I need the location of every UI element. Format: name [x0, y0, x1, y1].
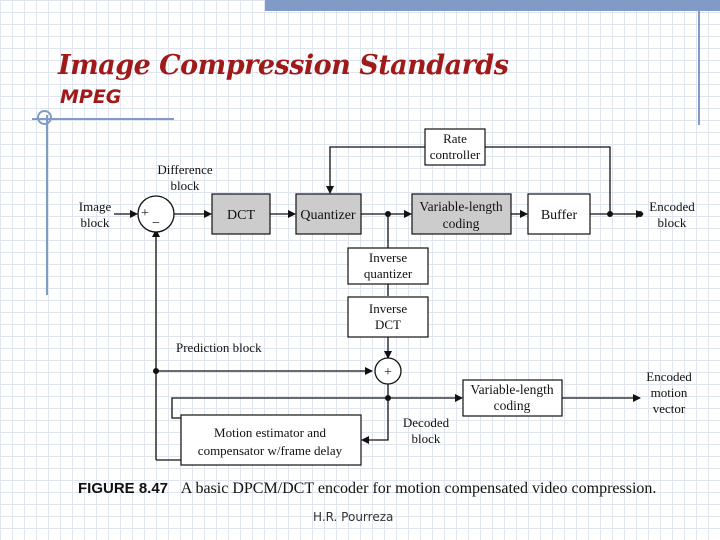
encoded-block-label-2: block: [658, 215, 687, 230]
motion-estimator-label-1: Motion estimator and: [214, 425, 326, 440]
summing-plus-sign: +: [384, 365, 392, 380]
prediction-block-label: Prediction block: [176, 340, 262, 355]
junction-dot: [153, 368, 159, 374]
encoded-motion-label-3: vector: [653, 401, 686, 416]
vlc-bottom-block: [462, 379, 563, 417]
decoded-block-label-2: block: [412, 431, 441, 446]
vlc-top-label-2: coding: [443, 216, 480, 231]
difference-minus-sign: −: [152, 216, 160, 231]
deco-circle: [37, 110, 52, 125]
difference-block-label-2: block: [171, 178, 200, 193]
vlc-top-block: [411, 193, 512, 235]
buffer-label: Buffer: [541, 208, 578, 223]
quantizer-label: Quantizer: [300, 208, 356, 223]
rate-controller-label-2: controller: [430, 147, 481, 162]
difference-plus-sign: +: [141, 206, 149, 221]
deco-right-line: [698, 0, 700, 125]
deco-left-line: [46, 115, 48, 295]
image-block-label-2: block: [81, 215, 110, 230]
summing-node: [374, 357, 402, 385]
slide-footer: H.R. Pourreza: [313, 510, 394, 524]
output-dot: [637, 211, 643, 217]
difference-node: [137, 195, 175, 233]
inverse-quantizer-block: [347, 247, 429, 285]
junction-dot: [607, 211, 613, 217]
figure-number: FIGURE 8.47: [78, 480, 169, 497]
inverse-quantizer-label-2: quantizer: [364, 266, 413, 281]
encoded-motion-label-2: motion: [651, 385, 688, 400]
difference-block-label-1: Difference: [157, 162, 213, 177]
dct-block: [211, 193, 271, 235]
slide-title: Image Compression Standards: [58, 50, 509, 81]
motion-estimator-label-2: compensator w/frame delay: [198, 443, 343, 458]
connection-lines: [114, 146, 644, 461]
inverse-dct-label-2: DCT: [375, 317, 401, 332]
decoded-block-label-1: Decoded: [403, 415, 450, 430]
inverse-dct-label-1: Inverse: [369, 301, 407, 316]
junction-dot: [385, 395, 391, 401]
figure-caption: FIGURE 8.47 A basic DPCM/DCT encoder for…: [78, 480, 656, 498]
figure-caption-text: A basic DPCM/DCT encoder for motion comp…: [180, 480, 657, 497]
vlc-bottom-label-2: coding: [494, 398, 531, 413]
rate-controller-label-1: Rate: [443, 131, 467, 146]
vlc-bottom-label-1: Variable-length: [470, 382, 553, 397]
image-block-label-1: Image: [79, 199, 112, 214]
motion-estimator-block: [180, 414, 362, 466]
vlc-top-label-1: Variable-length: [419, 199, 502, 214]
inverse-quantizer-label-1: Inverse: [369, 250, 407, 265]
deco-rule-line: [32, 118, 174, 120]
encoded-motion-label-1: Encoded: [646, 369, 692, 384]
junction-dot: [385, 211, 391, 217]
dct-label: DCT: [227, 208, 255, 223]
buffer-block: [527, 193, 591, 235]
rate-controller-block: [424, 128, 486, 166]
quantizer-block: [295, 193, 362, 235]
encoded-block-label-1: Encoded: [649, 199, 695, 214]
slide-subtitle: MPEG: [60, 86, 122, 108]
deco-top-bar: [265, 0, 720, 11]
inverse-dct-block: [347, 296, 429, 338]
